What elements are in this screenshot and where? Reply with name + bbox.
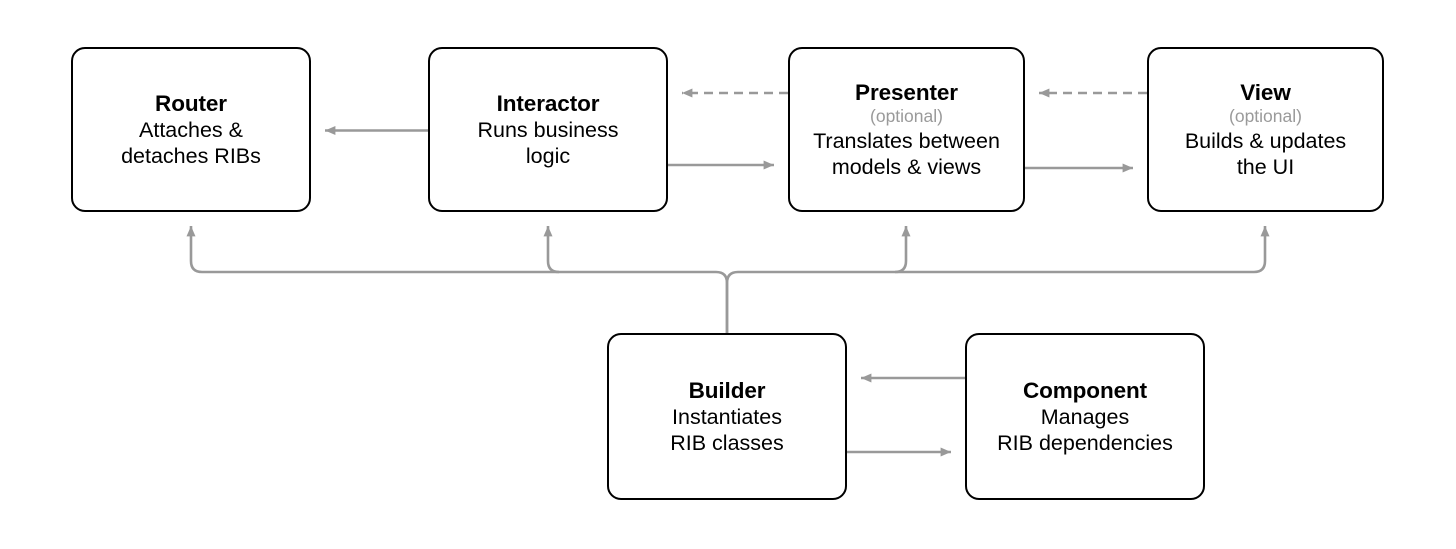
node-builder-desc-line-2: RIB classes xyxy=(670,431,784,456)
node-view-desc-line-1: Builds & updates xyxy=(1184,128,1347,153)
node-builder[interactable]: Builder Instantiates RIB classes xyxy=(607,333,847,500)
node-builder-title: Builder xyxy=(688,377,766,403)
node-router-desc-line-2: detaches RIBs xyxy=(121,144,261,169)
node-interactor-desc-line-2: logic xyxy=(525,144,571,169)
node-presenter-title: Presenter xyxy=(855,79,958,105)
node-router-title: Router xyxy=(155,90,227,116)
node-view-optional-label: (optional) xyxy=(1229,106,1302,127)
node-presenter-desc-line-1: Translates between xyxy=(813,128,1000,153)
node-presenter-desc-line-2: models & views xyxy=(831,154,982,179)
edge-builder-to-interactor xyxy=(543,225,560,274)
node-component[interactable]: Component Manages RIB dependencies xyxy=(965,333,1205,500)
node-view-desc-line-2: the UI xyxy=(1236,154,1295,179)
node-view-title: View xyxy=(1240,79,1291,105)
edge-builder-to-presenter xyxy=(894,225,911,274)
node-view[interactable]: View (optional) Builds & updates the UI xyxy=(1147,47,1384,212)
node-interactor-title: Interactor xyxy=(496,90,600,116)
node-builder-desc-line-1: Instantiates xyxy=(672,405,782,429)
node-router[interactable]: Router Attaches & detaches RIBs xyxy=(71,47,311,212)
connector-bus-left xyxy=(186,225,716,274)
node-presenter-optional-label: (optional) xyxy=(870,106,943,127)
node-component-title: Component xyxy=(1022,377,1148,403)
node-presenter[interactable]: Presenter (optional) Translates between … xyxy=(788,47,1025,212)
edge-builder-bus-trunk xyxy=(715,270,739,333)
node-interactor[interactable]: Interactor Runs business logic xyxy=(428,47,668,212)
node-router-desc-line-1: Attaches & xyxy=(139,118,243,142)
node-component-desc-line-1: Manages xyxy=(1040,405,1130,429)
node-interactor-desc-line-1: Runs business xyxy=(477,118,619,142)
connector-bus-right xyxy=(738,225,1270,274)
node-component-desc-line-2: RIB dependencies xyxy=(997,431,1173,456)
